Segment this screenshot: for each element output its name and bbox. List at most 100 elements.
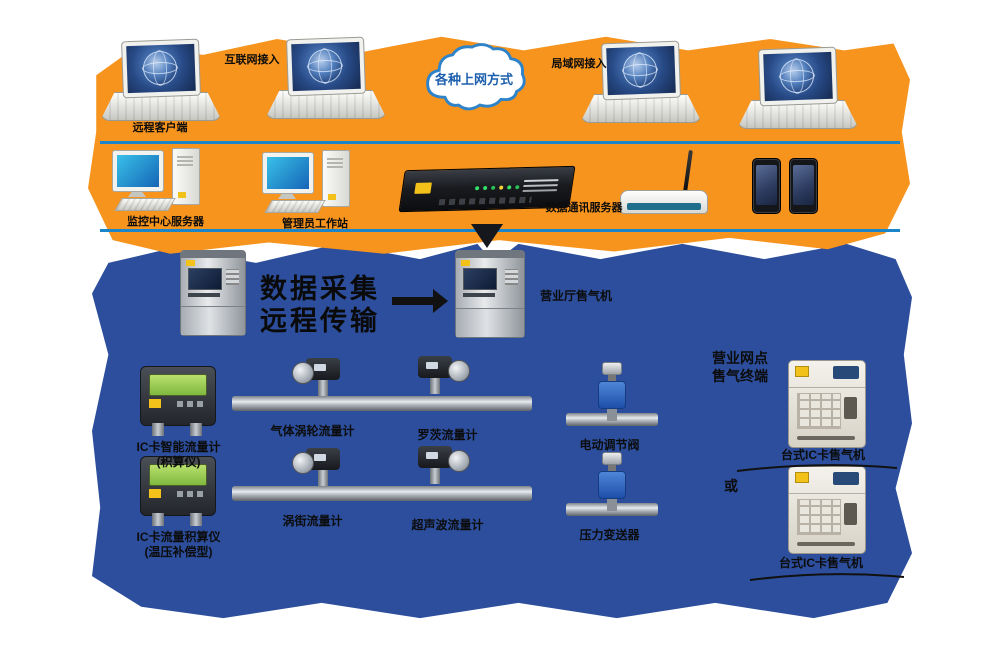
kiosk-keypad [226,269,239,285]
buttons [177,401,207,407]
kiosk2-label: 营业厅售气机 [539,289,612,303]
keyboard [264,200,326,213]
transmitter-display [426,362,438,369]
laptop-screen [758,46,838,107]
right-caption-line1: 营业网点 [712,350,768,366]
keyboard [114,198,176,211]
valve-stem [607,499,617,511]
control-valve-icon [592,452,632,511]
laptop-screen [121,38,201,99]
workstation2-label: 管理员工作站 [282,218,348,230]
globe-icon [307,48,343,84]
underline-swoosh [749,573,905,581]
flow-transmitter-icon [418,446,470,486]
kiosk-cabinet [181,306,245,335]
laptop-keyboard [100,92,222,121]
tower-vents [177,154,193,166]
brand-logo [186,260,195,266]
control-valve-icon [592,362,632,421]
monitor-stand [278,194,296,199]
right-arrow-icon [433,289,448,313]
smartphones-group [752,158,818,214]
monitor-screen [267,157,309,189]
lcd-screen [833,366,859,379]
label-line: IC卡智能流量计 [136,440,221,454]
transmitter-stem [318,470,328,486]
printer-slot [797,436,855,440]
vend1-label: 台式IC卡售气机 [780,448,865,462]
pc-tower [172,148,200,205]
right-caption-line2: 售气终端 [712,367,768,384]
panel-print [524,179,559,183]
rowA-device4-label: 电动调节阀 [579,438,640,452]
laptop-icon [100,38,222,122]
or-text: 或 [724,478,738,494]
pc-tower [322,150,350,207]
vend2-label: 台式IC卡售气机 [778,556,863,570]
kiosk-icon [180,250,246,336]
router-icon [620,149,710,214]
monitor [112,150,164,192]
monitor-stand [128,192,146,197]
globe-icon [779,58,815,94]
caption-lan-access: 局域网接入 [551,58,607,70]
network-bus-line-top [100,141,900,144]
rowB-device2-label: 涡街流量计 [282,514,343,528]
desktop-pc-icon [262,150,362,216]
kiosk-screen [188,268,222,290]
brand-logo [149,489,161,498]
label-line: IC卡流量积算仪 [136,530,221,544]
rowB-device1-label: IC卡流量积算仪 (温压补偿型) [106,530,251,560]
transmitter-display [314,364,326,371]
pipe-port [190,423,202,436]
right-caption: 营业网点 售气终端 [704,350,776,385]
lcd-screen [833,472,859,485]
kiosk-screen [463,268,497,290]
kiosk-keypad [505,269,518,285]
down-arrow-icon [471,224,503,248]
flow-transmitter-icon [292,358,344,398]
card-vending-machine-icon [788,360,866,448]
monitor [262,152,314,194]
monitor-screen [117,155,159,187]
rowB-device3-label: 超声波流量计 [411,518,484,532]
desktop-pc-icon [112,148,212,214]
kiosk-slot [463,293,495,297]
brand-logo [414,182,432,194]
printer-slot [797,542,855,546]
gauge-icon [292,452,314,474]
tower-badge [328,194,336,200]
lcd-screen [149,464,207,486]
valve-neck [608,375,616,381]
flow-computer-body [140,456,216,516]
transmitter-stem [430,468,440,484]
card-slot [844,397,857,419]
router-body [620,190,708,214]
lcd-screen [149,374,207,396]
laptop-icon [265,36,387,120]
cloud-label: 各种上网方式 [434,71,513,87]
kiosk-cabinet [456,308,524,337]
card-vending-machine-icon [788,466,866,554]
tower-badge [178,192,186,198]
workstation1-label: 监控中心服务器 [127,216,204,228]
flow-transmitter-icon [418,356,470,396]
flow-transmitter-icon [292,448,344,488]
gas-pipe [232,396,532,411]
kiosk-top [456,251,524,258]
brand-logo [795,366,809,377]
phone-screen [756,165,777,205]
laptop-display [763,51,833,102]
valve-stem [607,409,617,421]
rowA-device3-label: 罗茨流量计 [417,428,478,442]
rowA-device2-label: 气体涡轮流量计 [270,424,355,438]
laptop-icon [737,46,859,130]
buttons [177,491,207,497]
transmitter-stem [430,378,440,394]
vend-top-panel [789,467,865,494]
gauge-icon [448,360,470,382]
phone-screen [793,165,814,205]
brand-logo [461,260,470,266]
transmitter-display [314,454,326,461]
